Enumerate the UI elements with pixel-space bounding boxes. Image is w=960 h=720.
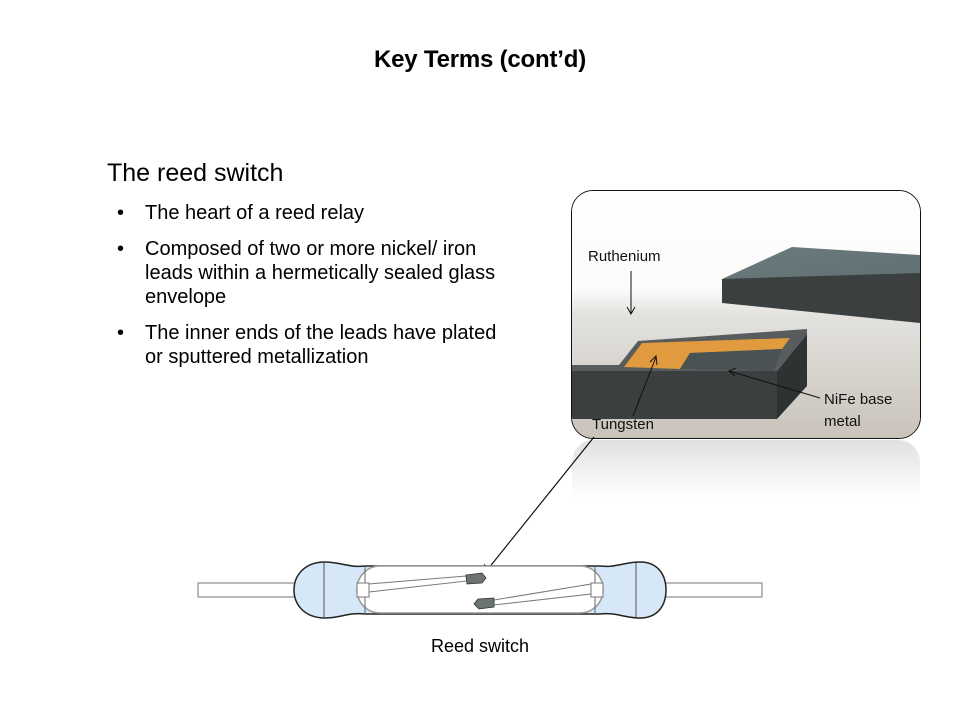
- contact-metallization-figure: Ruthenium Tungsten NiFe base metal: [571, 190, 921, 439]
- right-lead-stub: [590, 582, 604, 598]
- nife-arrowhead: [728, 367, 737, 377]
- bullet-text: The heart of a reed relay: [145, 202, 365, 224]
- left-contact-tip: [465, 572, 487, 585]
- bullet-text: Composed of two or more nickel/ iron lea…: [145, 238, 496, 308]
- nife-label-line1: NiFe base: [824, 391, 893, 408]
- lower-blade-side: [572, 371, 777, 419]
- lower-blade-end: [777, 334, 807, 419]
- nife-label-line2: metal: [824, 413, 861, 430]
- left-lead-stub: [356, 582, 370, 598]
- bullet-item: • The heart of a reed relay: [117, 201, 517, 225]
- right-lead: [656, 582, 763, 598]
- figure-reflection: [572, 440, 920, 500]
- slide-title: Key Terms (cont’d): [374, 46, 586, 73]
- reed-switch-caption: Reed switch: [430, 636, 530, 656]
- tungsten-arrowhead: [649, 354, 658, 366]
- bullet-icon: •: [117, 238, 125, 260]
- pointer-arrow: [487, 436, 595, 570]
- bullet-item: • Composed of two or more nickel/ iron l…: [117, 237, 505, 309]
- right-contact-tip: [473, 597, 495, 610]
- bullet-icon: •: [117, 322, 125, 344]
- nife-arrow: [728, 370, 821, 399]
- tungsten-arrow: [632, 356, 657, 417]
- ruthenium-label: Ruthenium: [588, 248, 661, 265]
- upper-blade-side: [722, 273, 920, 323]
- section-heading: The reed switch: [107, 159, 284, 187]
- nife-base-metal: [680, 349, 782, 371]
- tungsten-label: Tungsten: [592, 416, 654, 433]
- bullet-list: • The heart of a reed relay • Composed o…: [117, 201, 517, 381]
- contact-render: [572, 191, 920, 438]
- tungsten-layer: [624, 338, 790, 369]
- bullet-icon: •: [117, 202, 125, 224]
- left-lead: [197, 582, 304, 598]
- ruthenium-arrowhead: [626, 306, 636, 316]
- bullet-text: The inner ends of the leads have plated …: [145, 322, 497, 368]
- bullet-item: • The inner ends of the leads have plate…: [117, 321, 505, 369]
